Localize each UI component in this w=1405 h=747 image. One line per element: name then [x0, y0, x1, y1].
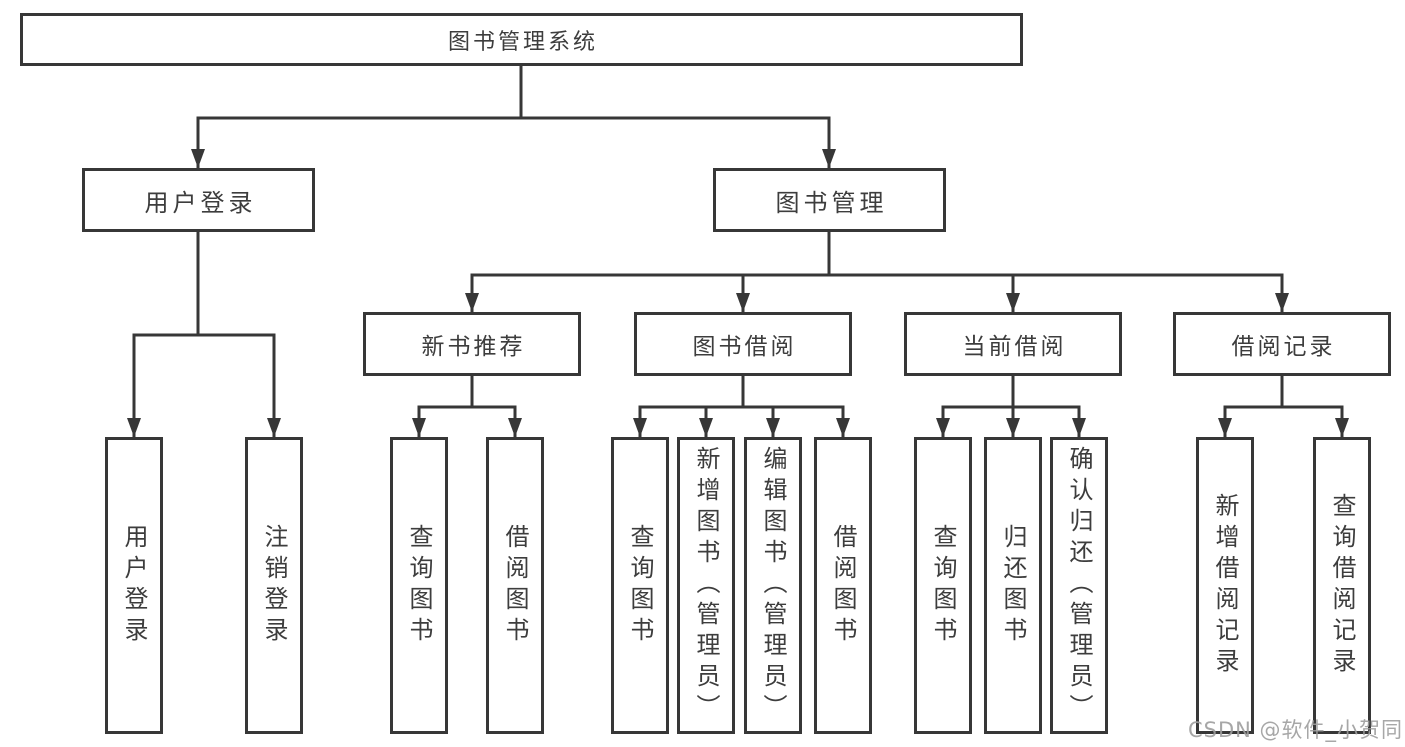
leaf-borrowing-borrow: 借阅图书	[814, 437, 872, 734]
connector-book-mgmt-bar	[470, 230, 1284, 277]
leaf-user-login: 用户登录	[105, 437, 163, 734]
leaf-logout: 注销登录	[245, 437, 303, 734]
leaf-current-return: 归还图书	[984, 437, 1042, 734]
connector-borrowing-bar	[638, 374, 845, 409]
node-borrowing-records: 借阅记录	[1173, 312, 1391, 376]
node-library-system: 图书管理系统	[20, 13, 1023, 66]
leaf-new-books-borrow: 借阅图书	[486, 437, 544, 734]
leaf-new-books-query: 查询图书	[390, 437, 448, 734]
node-book-management: 图书管理	[713, 168, 946, 232]
leaf-borrowing-query: 查询图书	[611, 437, 669, 734]
connector-records-bar	[1223, 374, 1344, 409]
leaf-current-query: 查询图书	[914, 437, 972, 734]
connector-new-books-bar	[417, 374, 517, 409]
connector-user-login-bar	[132, 230, 276, 337]
csdn-watermark: CSDN @软件_小贺同学	[1188, 718, 1404, 742]
node-new-book-recommend: 新书推荐	[363, 312, 581, 376]
leaf-borrowing-add-admin: 新增图书（管理员）	[677, 437, 735, 734]
node-user-login: 用户登录	[82, 168, 315, 232]
leaf-current-confirm-return-admin: 确认归还（管理员）	[1050, 437, 1108, 734]
node-current-borrowing: 当前借阅	[904, 312, 1122, 376]
connector-root-bar	[196, 64, 831, 120]
connector-current-bar	[941, 374, 1081, 409]
node-book-borrowing: 图书借阅	[634, 312, 852, 376]
leaf-records-query: 查询借阅记录	[1313, 437, 1371, 734]
leaf-records-add: 新增借阅记录	[1196, 437, 1254, 734]
leaf-borrowing-edit-admin: 编辑图书（管理员）	[744, 437, 802, 734]
